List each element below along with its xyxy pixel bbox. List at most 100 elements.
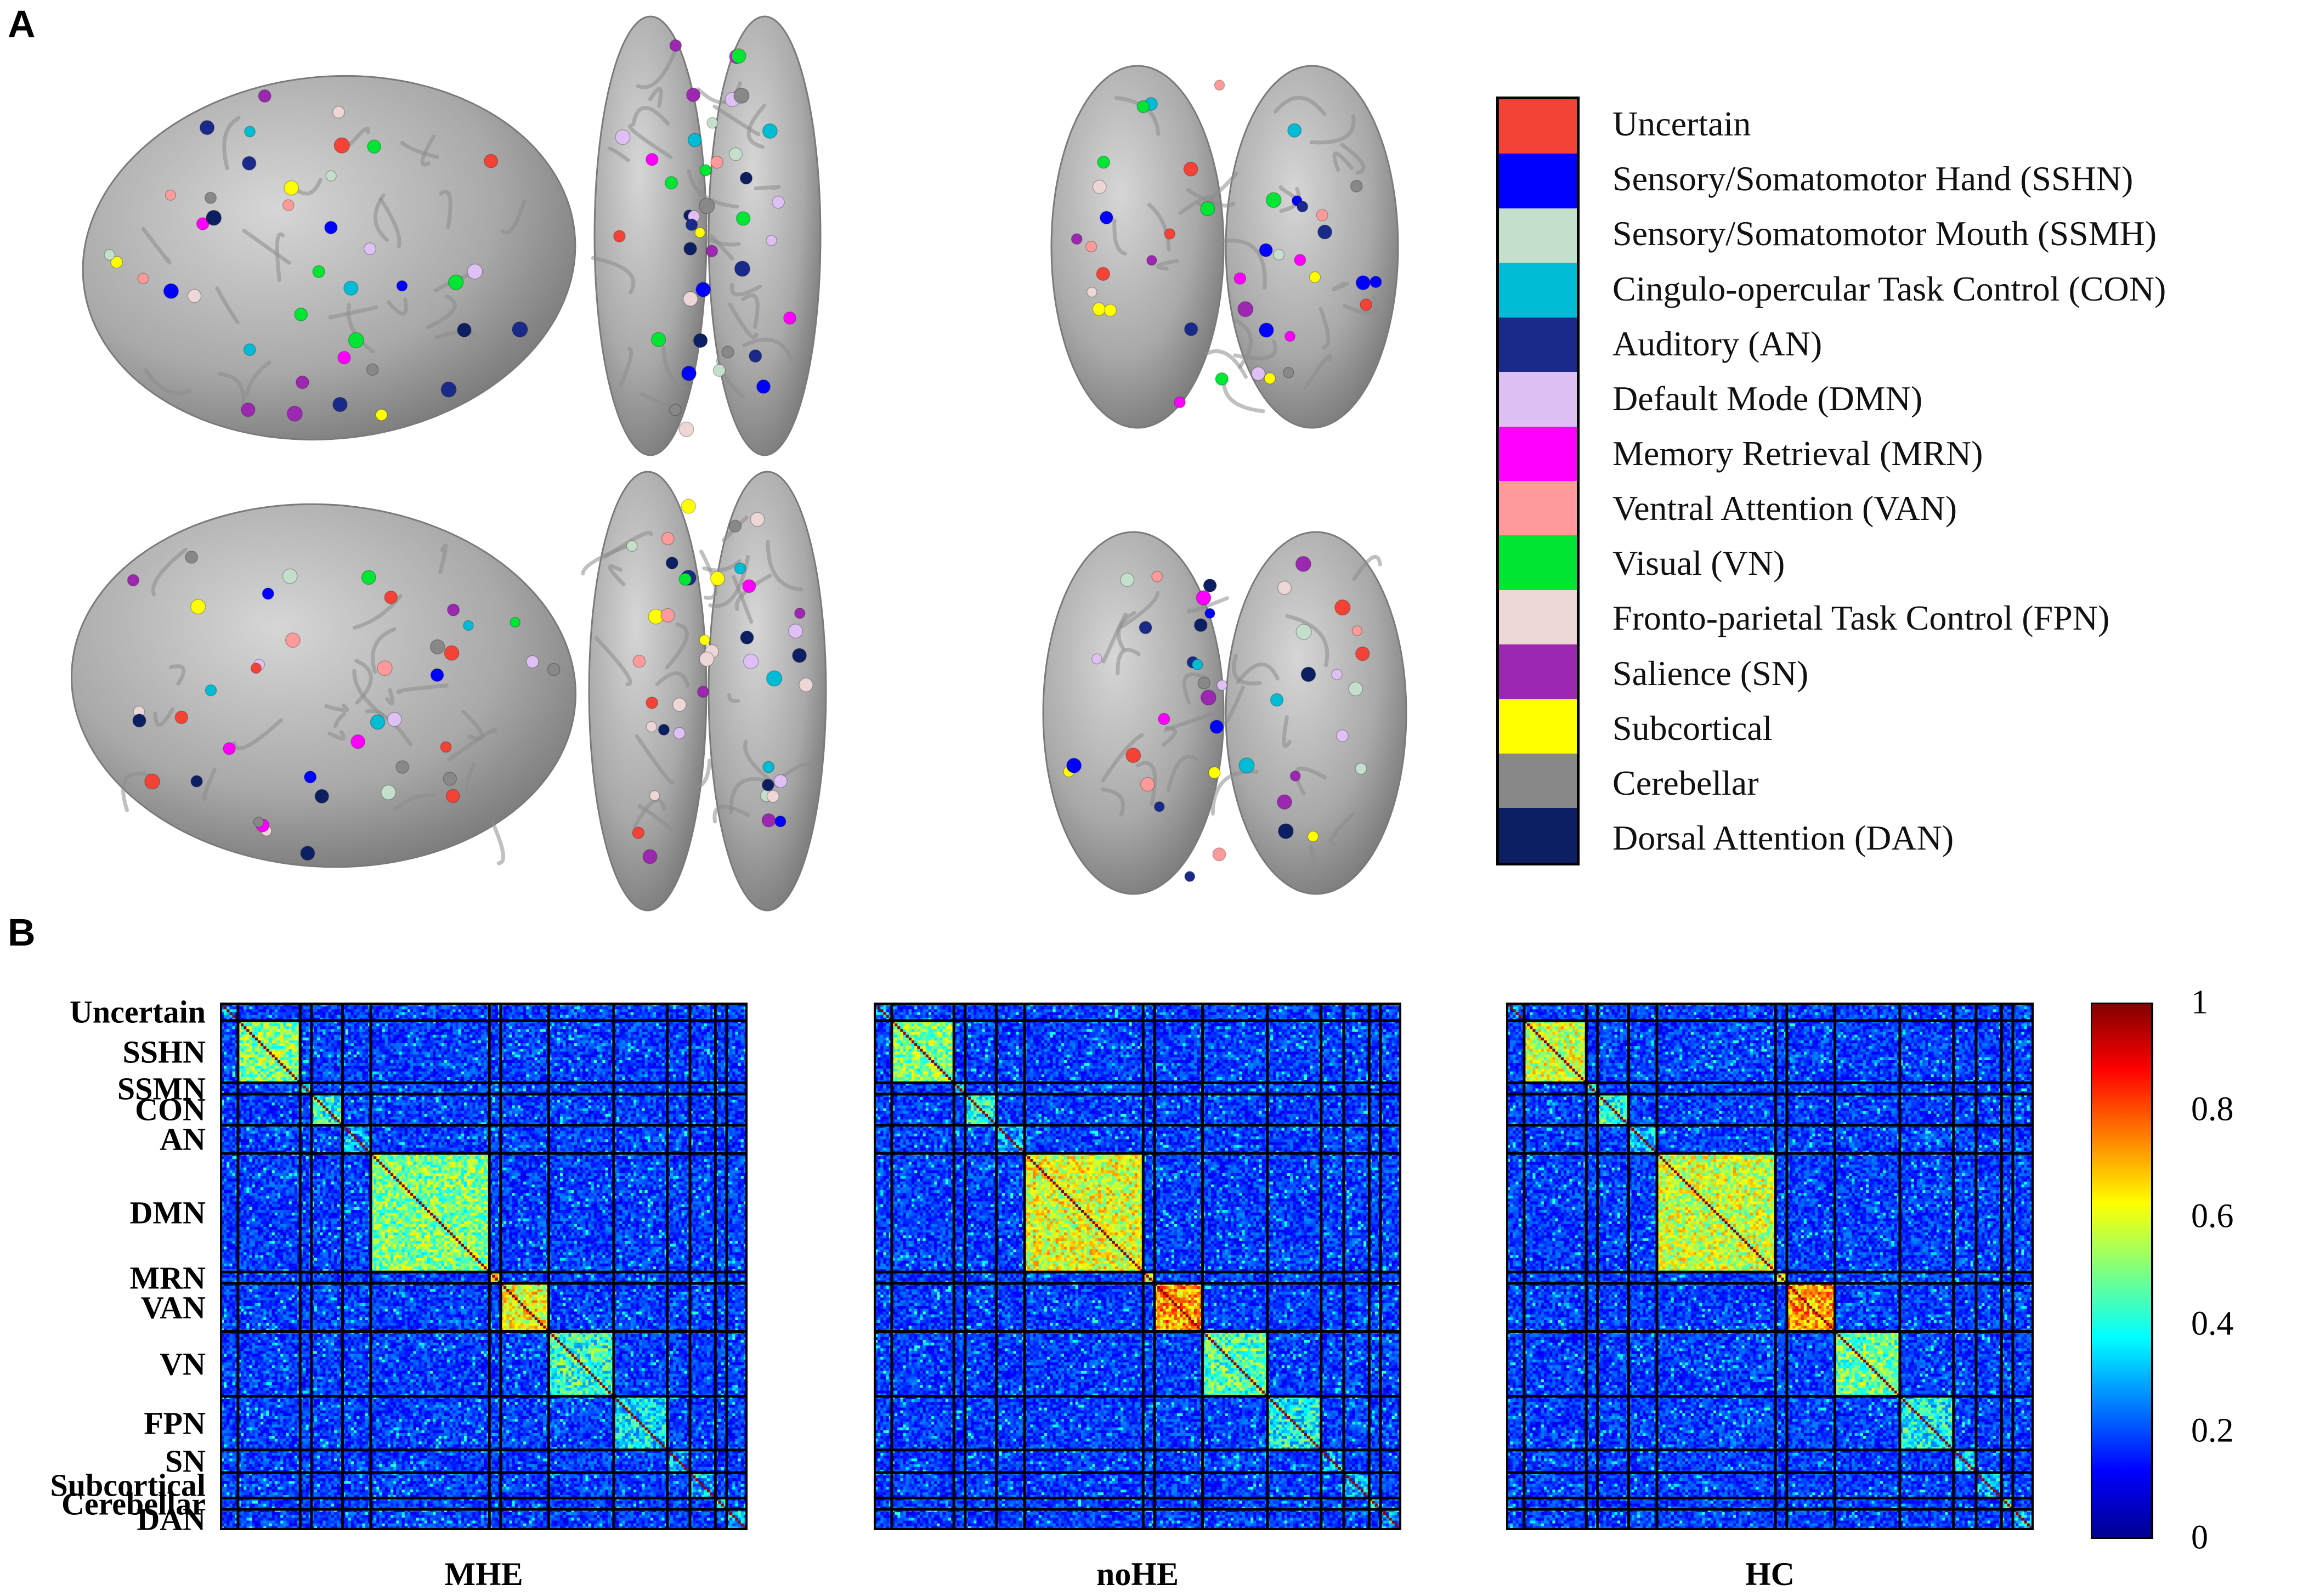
matrix-cell	[464, 1006, 467, 1010]
network-node	[1215, 373, 1228, 386]
matrix-cell	[329, 1006, 332, 1010]
network-node	[1335, 600, 1350, 615]
matrix-cell	[410, 1006, 414, 1010]
matrix-cell	[599, 1009, 603, 1012]
hemisphere	[59, 488, 588, 884]
network-node	[763, 761, 774, 773]
legend-label: Cerebellar	[1612, 763, 1759, 803]
network-node	[652, 332, 666, 347]
network-node	[430, 639, 445, 654]
matrix-cell	[735, 1006, 738, 1010]
matrix-cell	[661, 1006, 665, 1010]
legend-label: Visual (VN)	[1612, 543, 1785, 584]
network-node	[1356, 647, 1370, 661]
matrix-cell	[518, 1009, 521, 1012]
network-node	[1097, 156, 1110, 168]
matrix-cell	[656, 1006, 659, 1010]
network-node	[1296, 624, 1311, 639]
network-node	[1196, 591, 1210, 605]
matrix-cell	[710, 1006, 713, 1010]
matrix-cell	[233, 1006, 236, 1010]
matrix-cell	[320, 1006, 323, 1010]
network-node	[1164, 229, 1175, 239]
network-node	[223, 742, 235, 755]
matrix-cell	[227, 1006, 230, 1010]
brain-lateral-left	[65, 52, 593, 463]
matrix-cell	[258, 1009, 261, 1012]
matrix-cell	[461, 1006, 465, 1010]
network-node	[795, 608, 805, 619]
matrix-cell	[495, 1009, 499, 1012]
network-node	[734, 88, 749, 104]
network-node	[1185, 322, 1198, 336]
matrix-cell	[402, 1009, 405, 1012]
matrix-cell	[314, 1006, 318, 1010]
network-node	[1294, 254, 1306, 266]
matrix-cell	[639, 1009, 642, 1012]
matrix-cell	[599, 1006, 603, 1010]
network-node	[749, 350, 762, 363]
matrix-cell	[391, 1009, 394, 1012]
matrix-cell	[289, 1009, 292, 1012]
matrix-cell	[515, 1006, 518, 1010]
matrix-cell	[569, 1009, 572, 1012]
network-node	[670, 404, 681, 416]
matrix-cell	[289, 1006, 292, 1010]
network-node	[665, 177, 678, 189]
matrix-cell	[322, 1009, 326, 1012]
network-node	[661, 533, 674, 545]
matrix-cell	[622, 1006, 625, 1010]
matrix-cell	[419, 1006, 422, 1010]
matrix-cell	[295, 1006, 298, 1010]
matrix-cell	[255, 1009, 258, 1012]
network-node	[767, 671, 782, 686]
network-node	[700, 165, 711, 176]
matrix-cell	[252, 1006, 256, 1010]
network-node	[185, 551, 198, 564]
matrix-cell	[351, 1006, 354, 1010]
matrix-cell	[399, 1009, 402, 1012]
network-node	[1185, 871, 1195, 881]
matrix-cell	[263, 1009, 267, 1012]
matrix-cell	[396, 1006, 399, 1010]
matrix-cell	[229, 1006, 233, 1010]
matrix-mhe	[221, 1004, 747, 1530]
network-node	[1283, 367, 1294, 378]
matrix-cell	[303, 1009, 306, 1012]
network-node	[693, 333, 707, 347]
matrix-cell	[433, 1009, 436, 1012]
network-node	[650, 790, 660, 800]
legend-swatch	[1499, 99, 1577, 154]
matrix-cell	[447, 1006, 450, 1010]
network-node	[767, 790, 779, 802]
network-node	[661, 609, 675, 622]
network-node	[626, 541, 637, 552]
network-node	[1288, 123, 1302, 137]
matrix-cell	[478, 1009, 482, 1012]
network-node	[766, 235, 777, 246]
network-node	[646, 154, 658, 166]
matrix-cell	[250, 1009, 253, 1012]
matrix-cell	[295, 1009, 298, 1012]
matrix-cell	[278, 1009, 281, 1012]
network-node	[370, 715, 386, 730]
matrix-cell	[602, 1009, 606, 1012]
matrix-cell	[326, 1009, 329, 1012]
matrix-cell	[506, 1006, 510, 1010]
matrix-cell	[565, 1006, 569, 1010]
network-node	[763, 124, 778, 139]
network-node	[632, 827, 644, 839]
matrix-cell	[283, 1009, 286, 1012]
matrix-cell	[246, 1009, 250, 1012]
matrix-cell	[526, 1009, 529, 1012]
network-node	[300, 846, 315, 861]
matrix-cell	[631, 1009, 634, 1012]
matrix-cell	[678, 1006, 682, 1010]
matrix-cell	[359, 1009, 363, 1012]
matrix-cell	[589, 1006, 592, 1010]
matrix-cell	[582, 1006, 586, 1010]
network-node	[743, 580, 756, 593]
matrix-cell	[266, 1009, 269, 1012]
network-node	[1239, 758, 1254, 773]
matrix-cell	[693, 1006, 696, 1010]
